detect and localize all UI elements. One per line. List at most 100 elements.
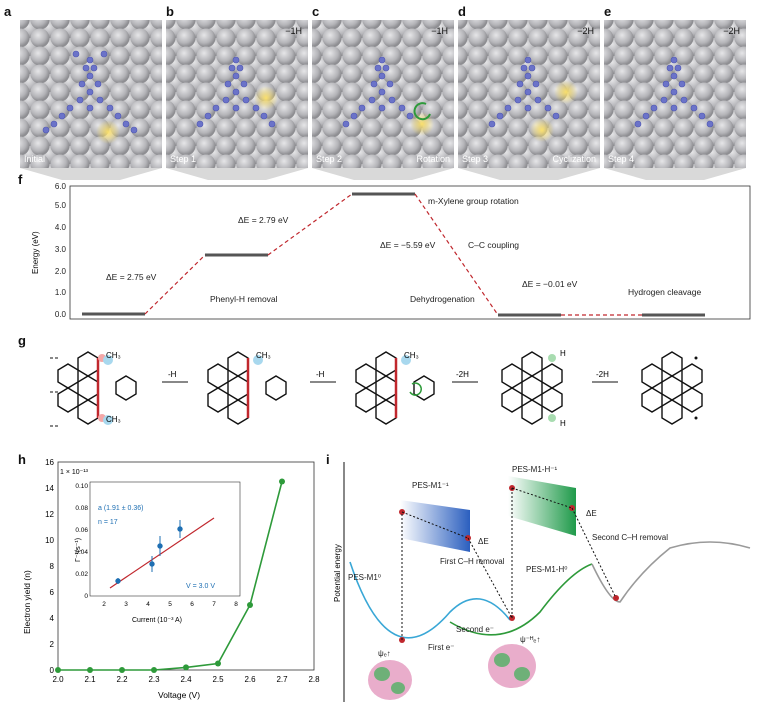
panel-c-caption-right: Rotation (416, 154, 450, 164)
i-psi2: ψ⁻ᴴₑ↑ (520, 635, 540, 644)
pes-m12h0-curve (591, 541, 751, 603)
i-m10-label: PES-M1⁰ (348, 573, 381, 582)
h-point-3 (151, 667, 157, 673)
i-m1h0-label: PES-M1-H⁰ (526, 565, 567, 574)
h-xtick-1: 2.1 (84, 675, 96, 684)
f-ytick-0: 0.0 (55, 310, 67, 319)
stm-surface-e (604, 20, 746, 168)
g-ch3-3: CH₃ (256, 351, 271, 360)
h-ytick-2: 4 (50, 614, 55, 623)
h-inset-v: V = 3.0 V (186, 583, 215, 590)
h-xtick-3: 2.3 (148, 675, 160, 684)
h-in-yt-5: 0.10 (75, 483, 88, 490)
stm-image-initial: Initial (20, 20, 162, 168)
h-in-xt-3: 5 (168, 601, 172, 608)
f-ytick-1: 1.0 (55, 288, 67, 297)
g-h-2: H (560, 419, 566, 428)
h-xtick-5: 2.5 (212, 675, 224, 684)
molecule-3 (355, 351, 435, 425)
f-de1: ΔE = 2.75 eV (106, 272, 157, 282)
stm-image-step2: −1H Step 2 Rotation (312, 20, 454, 168)
f-ytick-6: 6.0 (55, 182, 67, 191)
h-ytick-8: 16 (45, 458, 54, 467)
panel-e-caption: Step 4 (608, 154, 635, 164)
h-ytick-5: 10 (45, 536, 54, 545)
h-point-0 (55, 667, 61, 673)
i-de1: ΔE (478, 537, 489, 546)
h-ytick-3: 6 (50, 588, 55, 597)
h-inset-exp: 1 × 10⁻¹³ (60, 469, 89, 476)
g-ch3-4: CH₃ (404, 351, 419, 360)
pes-diagram: Potential energy PES-M1⁻¹ PES-M1-H⁻¹ PES… (333, 462, 751, 702)
h-series-line (58, 481, 283, 671)
h-ytick-7: 14 (45, 484, 54, 493)
i-first-ch: First C–H removal (440, 557, 505, 566)
f-name1: Phenyl-H removal (210, 294, 278, 304)
molecule-5 (641, 351, 703, 425)
g-ch3-2: CH₃ (106, 415, 121, 424)
h-in-yt-3: 0.06 (75, 527, 88, 534)
panel-i-letter: i (326, 452, 330, 467)
reaction-scheme: CH₃ CH₃ -H CH₃ -H CH₃ -2H H H -2H (50, 349, 703, 428)
panel-f-letter: f (18, 172, 23, 187)
h-inset-slope: a (1.91 ± 0.36) (98, 505, 143, 512)
panel-d-caption-right: Cyclization (552, 154, 596, 164)
f-ytick-5: 5.0 (55, 201, 67, 210)
i-ylabel: Potential energy (333, 544, 342, 602)
f-de4: ΔE = −0.01 eV (522, 279, 578, 289)
electron-yield-plot: Electron yield (n) Voltage (V) 024681012… (22, 458, 320, 700)
stm-image-step4: −2H Step 4 (604, 20, 746, 168)
h-point-1 (87, 667, 93, 673)
molecule-1 (57, 351, 137, 425)
h-ytick-1: 2 (50, 640, 55, 649)
pes-m1h-surface (508, 476, 576, 536)
energy-diagram: 0.0 1.0 2.0 3.0 4.0 5.0 6.0 Energy (eV) … (31, 182, 751, 320)
panel-g-letter: g (18, 333, 26, 348)
h-in-yt-1: 0.02 (75, 571, 88, 578)
i-de2: ΔE (586, 509, 597, 518)
g-h-1: H (560, 349, 566, 358)
h-in-yt-0: 0 (84, 593, 88, 600)
panel-b-letter: b (166, 4, 174, 19)
g-arrow-2: -H (316, 370, 325, 379)
orbital-psi1 (368, 660, 412, 700)
h-xtick-4: 2.4 (180, 675, 192, 684)
orbital-psi2 (488, 644, 536, 688)
h-in-yt-2: 0.04 (75, 549, 88, 556)
h-inset-ylabel: Γ⁻¹(s⁻¹) (75, 538, 82, 562)
panel-b-tag: −1H (285, 26, 302, 36)
h-ytick-4: 8 (50, 562, 55, 571)
panel-a-caption: Initial (24, 154, 46, 164)
h-inset-n: n = 17 (98, 519, 118, 526)
panel-e-tag: −2H (723, 26, 740, 36)
h-ylabel: Electron yield (n) (22, 570, 32, 634)
panel-e-letter: e (604, 4, 612, 19)
g-ch3-1: CH₃ (106, 351, 121, 360)
stm-image-step3: −2H Step 3 Cyclization (458, 20, 600, 168)
h-in-xt-6: 8 (234, 601, 238, 608)
h-in-xt-5: 7 (212, 601, 216, 608)
energy-frame (69, 185, 751, 320)
f-name4: Hydrogen cleavage (628, 287, 702, 297)
h-point-7 (279, 478, 285, 485)
stm-surface-a (20, 20, 162, 168)
stm-surface-c (312, 20, 454, 168)
panel-c-tag: −1H (431, 26, 448, 36)
f-ylabel: Energy (eV) (31, 231, 40, 274)
f-ytick-2: 2.0 (55, 267, 67, 276)
panel-d-tag: −2H (577, 26, 594, 36)
g-arrow-4: -2H (596, 370, 609, 379)
h-xlabel: Voltage (V) (158, 690, 200, 700)
f-ytick-4: 4.0 (55, 223, 67, 232)
h-xtick-6: 2.6 (244, 675, 256, 684)
molecule-4 (501, 351, 563, 425)
f-de2: ΔE = 2.79 eV (238, 215, 289, 225)
h-point-6 (247, 602, 253, 608)
h-point-5 (215, 660, 221, 667)
h-inset-xlabel: Current (10⁻³ A) (132, 617, 182, 624)
h-in-xt-4: 6 (190, 601, 194, 608)
panel-b-caption: Step 1 (170, 154, 197, 164)
i-first-e: First e⁻ (428, 643, 454, 652)
f-name3: Dehydrogenation (410, 294, 475, 304)
h-point-4 (183, 664, 189, 671)
